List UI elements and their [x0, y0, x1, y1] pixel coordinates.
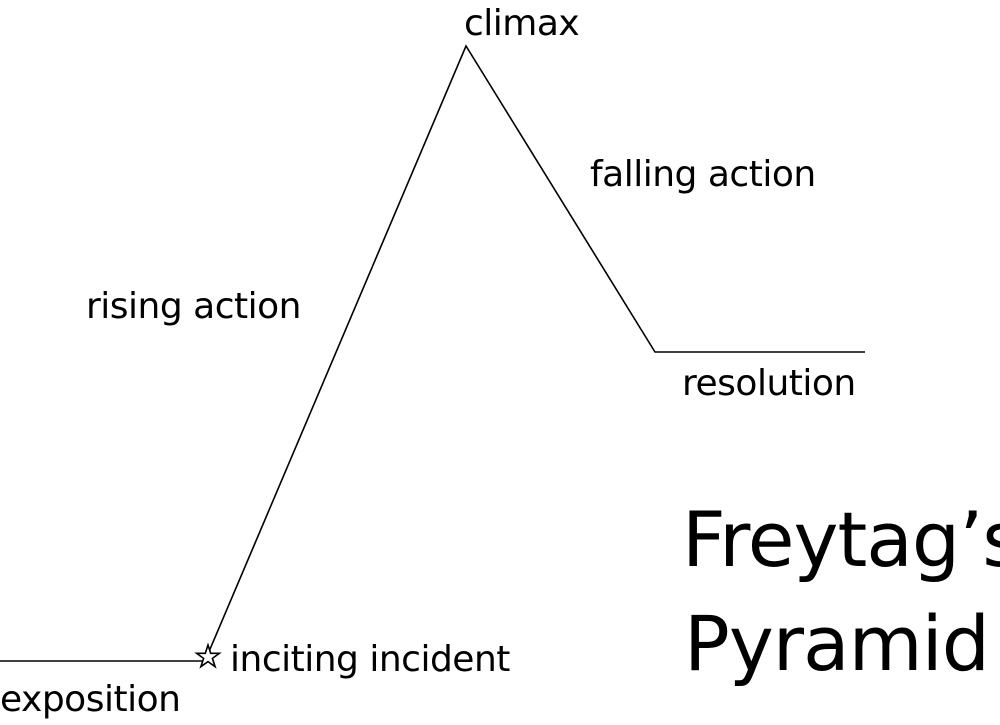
label-resolution: resolution: [682, 363, 856, 404]
label-falling-action: falling action: [590, 154, 816, 195]
label-exposition: exposition: [0, 679, 181, 720]
plot-line: [0, 44, 865, 662]
title-line-2: Pyramid: [684, 599, 990, 688]
title-line-1: Freytag’s: [682, 495, 1000, 584]
star-icon: [194, 642, 222, 669]
label-climax: climax: [464, 3, 580, 44]
label-rising-action: rising action: [86, 286, 301, 327]
label-inciting-incident: inciting incident: [230, 639, 510, 680]
